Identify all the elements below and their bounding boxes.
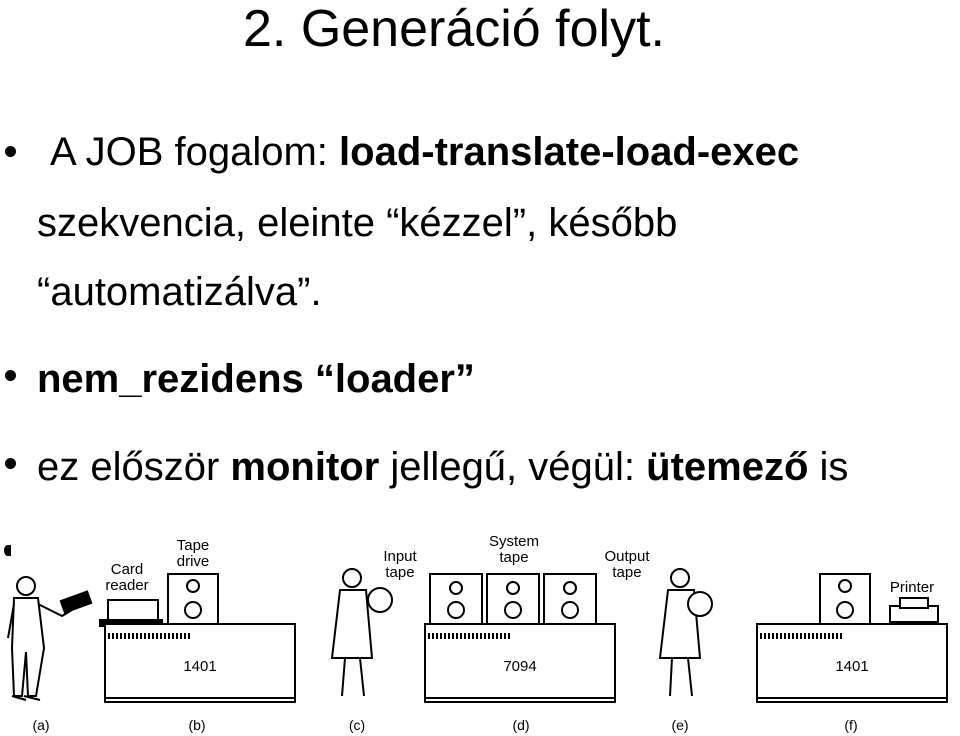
bullet-marker-2 [5, 370, 16, 381]
machine-label-right: 1401 [835, 658, 868, 675]
bullet-marker-4 [4, 545, 11, 556]
tape-drive-label-1: Tape [177, 537, 210, 554]
caption-d: (d) [512, 717, 529, 733]
bullet-marker-3 [5, 458, 16, 469]
machine-label-center: 7094 [503, 658, 536, 675]
bullet-1-bold: load-translate-load-exec [339, 130, 800, 174]
operator-with-output-tape-illustration [658, 568, 713, 697]
bullet-3-bold-1: monitor [230, 445, 380, 489]
bullet-3-bold-2: ütemező [646, 445, 809, 489]
output-tape-label-2: tape [612, 564, 641, 581]
bullet-marker-1 [5, 146, 16, 157]
card-reader-label-2: reader [105, 577, 148, 594]
tape-drives-7094-illustration [424, 573, 616, 703]
system-tape-label-1: System [489, 533, 539, 550]
operator-with-cards-illustration [7, 576, 93, 701]
bullet-3-part-2: jellegű, végül: [379, 445, 647, 489]
card-reader-label-1: Card [111, 561, 144, 578]
bullet-2-text: nem_rezidens “loader” [37, 357, 475, 401]
caption-a: (a) [32, 717, 49, 733]
bullet-3-line: ez először monitor jellegű, végül: üteme… [37, 445, 848, 489]
system-tape-label-2: tape [499, 549, 528, 566]
bullet-1-line-1: A JOB fogalom: load-translate-load-exec [50, 130, 799, 174]
operator-with-input-tape-illustration [330, 568, 393, 697]
bullet-3-part-1: ez először [37, 445, 231, 489]
tape-drive-label-2: drive [177, 553, 210, 570]
slide-title: 2. Generáció folyt. [243, 0, 665, 58]
bullet-3-part-3: is [808, 445, 849, 489]
caption-b: (b) [188, 717, 205, 733]
bullet-1-prefix: A JOB fogalom: [50, 130, 340, 174]
batch-system-figure: Card reader Tape drive Input tape System… [7, 533, 948, 733]
printer-label: Printer [890, 579, 934, 596]
input-tape-label-1: Input [383, 548, 417, 565]
tape-drive-printer-1401-illustration [756, 573, 948, 703]
bullet-1-line-2: szekvencia, eleinte “kézzel”, később [37, 201, 678, 245]
card-reader-tape-drive-1401-illustration [99, 573, 296, 703]
machine-label-left: 1401 [183, 658, 216, 675]
output-tape-label-1: Output [604, 548, 650, 565]
caption-e: (e) [671, 717, 688, 733]
bullet-1-line-3: “automatizálva”. [37, 270, 322, 314]
caption-c: (c) [349, 717, 365, 733]
input-tape-label-2: tape [385, 564, 414, 581]
caption-f: (f) [844, 717, 857, 733]
